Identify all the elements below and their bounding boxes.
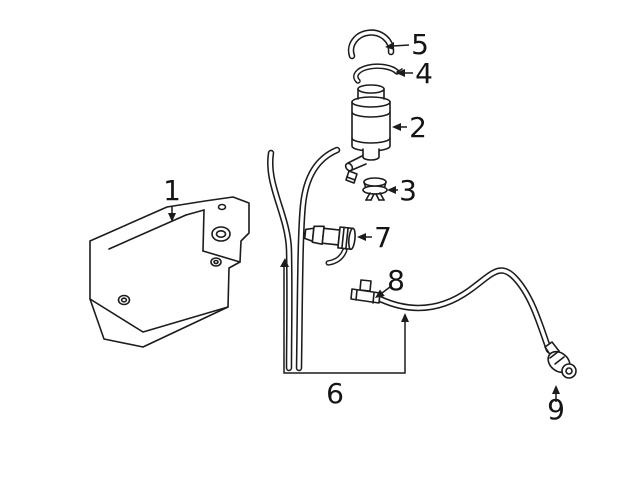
callout-8-arrow — [375, 289, 385, 298]
callout-2-label: 2 — [409, 111, 427, 144]
washer-pump-drawing — [344, 84, 391, 184]
callout-7-label: 7 — [374, 221, 392, 254]
callout-4: 4 — [396, 57, 433, 90]
callout-5: 5 — [385, 28, 429, 61]
callout-1-label: 1 — [163, 174, 181, 207]
callout-9-label: 9 — [547, 393, 565, 426]
callout-5-arrow — [385, 42, 394, 50]
callout-6-arrow-left — [280, 258, 289, 267]
callout-3-label: 3 — [399, 174, 417, 207]
connector-valve-drawing — [303, 225, 356, 266]
reservoir-tank-drawing — [89, 196, 250, 348]
tee-connector-drawing — [350, 279, 381, 304]
callout-7: 7 — [357, 221, 392, 254]
callout-5-label: 5 — [411, 28, 429, 61]
callout-4-label: 4 — [415, 57, 433, 90]
callout-6-label: 6 — [326, 377, 344, 410]
callout-9: 9 — [547, 385, 565, 426]
callout-8: 8 — [375, 264, 405, 298]
callout-6-arrow-right — [401, 313, 409, 322]
callout-4-arrow — [396, 69, 405, 77]
callout-9-arrow — [552, 385, 560, 394]
washer-hoses-drawing — [267, 146, 553, 372]
callout-1-arrow — [168, 213, 176, 222]
callout-3: 3 — [387, 174, 417, 207]
pump-cap — [357, 84, 385, 94]
callouts: 1 2 3 4 5 6 — [163, 28, 565, 426]
grommet-drawing — [362, 177, 388, 201]
callout-1: 1 — [163, 174, 181, 222]
callout-8-label: 8 — [387, 264, 405, 297]
callout-6: 6 — [280, 258, 409, 410]
hose-clamp-drawing — [353, 63, 403, 84]
callout-3-arrow — [387, 186, 396, 194]
retainer-clip-drawing — [347, 29, 395, 60]
callout-7-arrow — [357, 233, 366, 241]
callout-2: 2 — [392, 111, 427, 144]
nozzle-check-valve-drawing — [544, 341, 577, 379]
callout-2-arrow — [392, 123, 401, 131]
